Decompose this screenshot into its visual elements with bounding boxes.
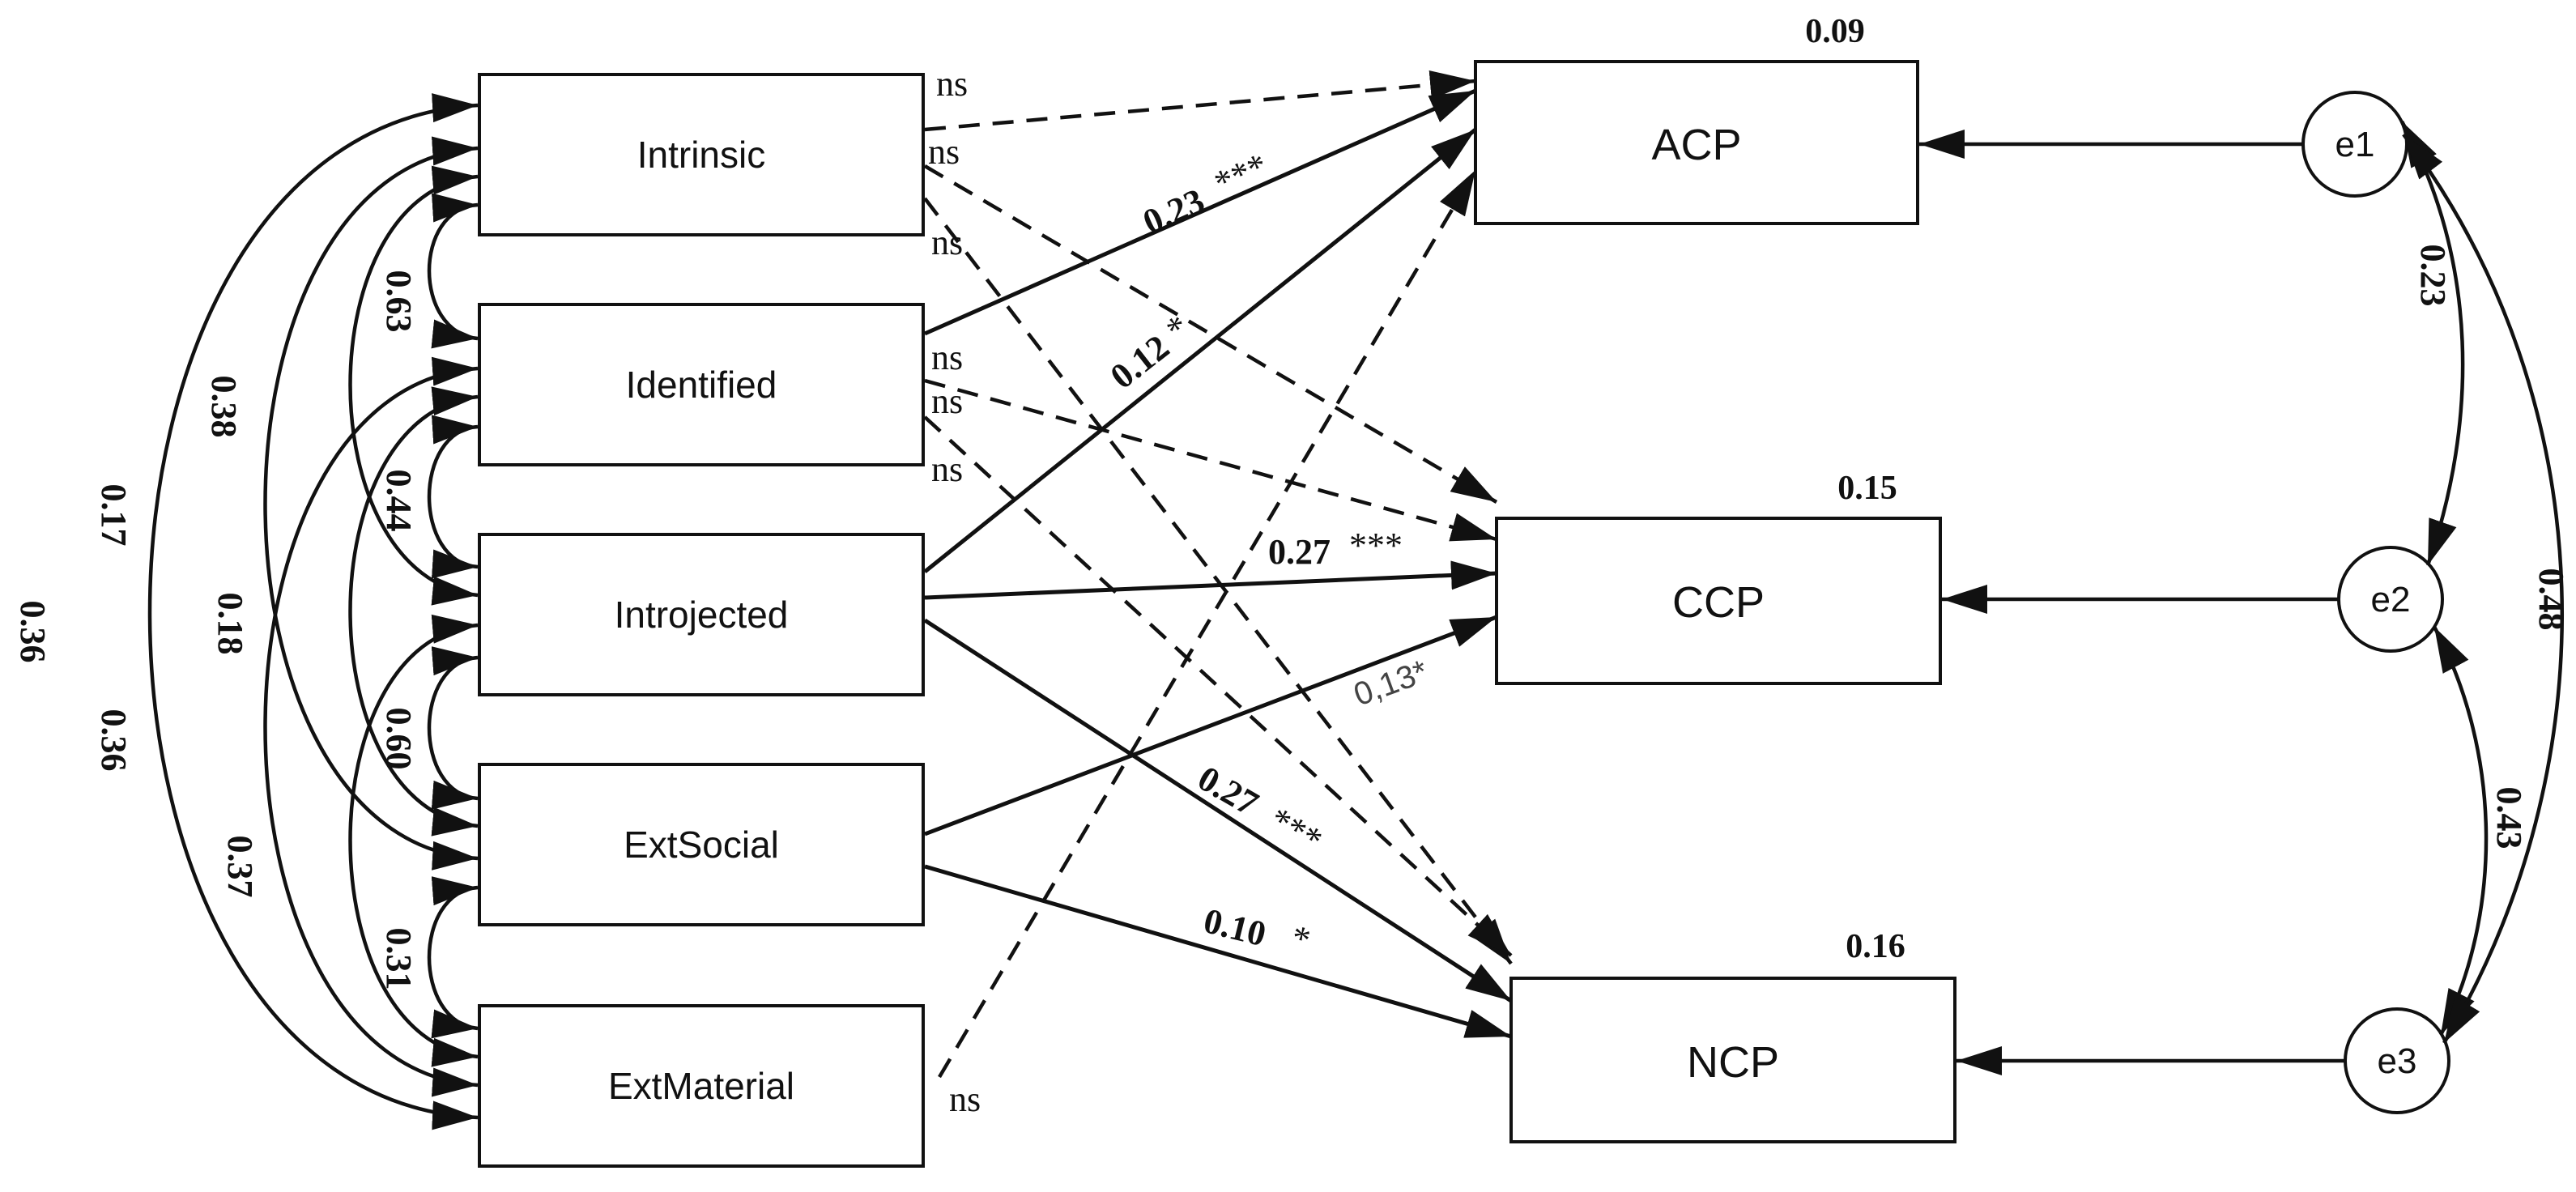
svg-text:0.27: 0.27: [1268, 532, 1331, 572]
structural-paths: [923, 70, 1513, 1079]
cov-label-inj-mat: 0.37: [220, 836, 260, 898]
path-extsocial-ccp: [924, 615, 1497, 837]
cov-label-ide-mat: 0.36: [94, 709, 134, 772]
box-acp: [1474, 60, 1919, 225]
covariance-labels: 0.63 0.44 0.60 0.31 0.38 0.18 0.37 0.17 …: [13, 270, 419, 990]
path-introjected-ccp: [924, 560, 1497, 600]
box-ccp: [1495, 517, 1942, 685]
r2-acp: 0.09: [1805, 13, 1865, 50]
ns-intrinsic-ncp: ns: [931, 223, 963, 262]
svg-text:0,13*: 0,13*: [1349, 653, 1433, 713]
svg-text:***: ***: [1262, 799, 1329, 860]
box-ncp: [1509, 977, 1956, 1143]
path-identified-acp: [923, 88, 1477, 336]
ns-identified-ncp-a: ns: [931, 381, 963, 421]
label-ncp: NCP: [1687, 1038, 1779, 1087]
cov-arc-e1-e2: [2400, 120, 2465, 566]
label-extsocial: ExtSocial: [624, 824, 779, 866]
cov-arc-identified-extmaterial: [263, 356, 479, 1097]
errcov-label-e1-e2: 0.23: [2413, 245, 2453, 307]
box-extmaterial: [478, 1004, 925, 1168]
ns-identified-ncp-b: ns: [931, 449, 963, 489]
path-intrinsic-acp: [924, 70, 1476, 132]
cov-arc-intrinsic-identified: [427, 193, 479, 349]
cov-label-int-ide: 0.63: [379, 270, 419, 333]
cov-arc-introjected-extmaterial: [348, 614, 479, 1067]
label-intrinsic: Intrinsic: [637, 134, 765, 176]
cov-label-int-soc: 0.17: [94, 484, 134, 547]
path-introjected-ncp: [923, 618, 1513, 1003]
label-identified: Identified: [626, 364, 777, 406]
ns-intrinsic-ccp: ns: [928, 132, 960, 172]
cov-label-ide-inj: 0.44: [379, 470, 419, 532]
svg-text:***: ***: [1208, 146, 1273, 204]
cov-label-int-mat: 0.36: [13, 601, 53, 663]
box-intrinsic: [478, 73, 925, 236]
cov-label-inj-soc: 0.60: [379, 708, 419, 770]
ns-identified-ccp: ns: [931, 338, 963, 377]
cov-label-soc-mat: 0.31: [379, 928, 419, 990]
svg-text:0.12: 0.12: [1103, 327, 1177, 397]
errcov-label-e1-e3: 0.48: [2531, 568, 2571, 631]
coef-extsocial-ccp: 0,13*: [1349, 653, 1433, 713]
svg-text:0.10: 0.10: [1200, 900, 1271, 954]
error-covariance-labels: 0.23 0.43 0.48: [2413, 245, 2571, 849]
label-ccp: CCP: [1672, 578, 1765, 627]
label-e1: e1: [2335, 125, 2375, 164]
ns-intrinsic-acp: ns: [936, 64, 968, 104]
cov-arc-introjected-extsocial: [427, 646, 479, 810]
cov-arc-intrinsic-extsocial: [263, 136, 479, 871]
cov-arc-intrinsic-introjected: [348, 165, 479, 606]
box-extsocial: [478, 763, 925, 926]
cov-label-ide-soc: 0.18: [211, 593, 250, 655]
cov-arc-identified-introjected: [427, 415, 479, 579]
coef-extsocial-ncp: 0.10 *: [1200, 900, 1314, 960]
path-extsocial-ncp: [924, 864, 1512, 1039]
r2-ccp: 0.15: [1837, 470, 1897, 507]
coef-introjected-ccp: 0.27 ***: [1268, 526, 1403, 572]
label-e3: e3: [2378, 1041, 2417, 1081]
coef-identified-acp: 0.23 ***: [1137, 146, 1273, 243]
predictor-boxes: Intrinsic Identified Introjected ExtSoci…: [478, 73, 925, 1168]
box-introjected: [478, 533, 925, 696]
cov-arc-extsocial-extmaterial: [427, 876, 479, 1039]
label-extmaterial: ExtMaterial: [608, 1065, 794, 1107]
coef-introjected-ncp: 0.27 ***: [1191, 758, 1329, 860]
path-extmaterial-acp: [938, 168, 1477, 1079]
coef-introjected-acp: 0.12 *: [1103, 307, 1197, 397]
cov-label-int-inj: 0.38: [204, 376, 244, 438]
outcome-boxes: ACP CCP NCP 0.09 0.15 0.16: [1474, 13, 1956, 1143]
cov-arc-identified-extsocial: [348, 386, 479, 837]
svg-text:***: ***: [1349, 526, 1403, 565]
svg-text:0.27: 0.27: [1191, 758, 1265, 824]
path-intrinsic-ncp: [923, 197, 1513, 965]
path-identified-ncp: [923, 415, 1513, 957]
svg-text:*: *: [1288, 917, 1314, 960]
label-introjected: Introjected: [615, 594, 789, 636]
label-e2: e2: [2371, 580, 2411, 619]
box-identified: [478, 303, 925, 466]
path-intrinsic-ccp: [923, 164, 1498, 504]
predictor-covariances: [147, 93, 479, 1130]
r2-ncp: 0.16: [1846, 928, 1905, 965]
error-terms: e1 e2 e3: [1919, 91, 2565, 1114]
label-acp: ACP: [1651, 121, 1741, 169]
path-labels: ns ns ns ns ns ns 0.23 *** 0.12 * 0.27 *…: [928, 64, 1433, 1119]
path-identified-ccp: [924, 378, 1497, 542]
path-introjected-acp: [923, 128, 1477, 573]
cov-arc-e1-e3: [2402, 133, 2565, 1045]
cov-arc-intrinsic-extmaterial: [147, 93, 479, 1130]
errcov-label-e2-e3: 0.43: [2489, 787, 2529, 849]
ns-extmaterial-acp: ns: [949, 1079, 981, 1119]
cov-arc-e2-e3: [2433, 625, 2489, 1037]
